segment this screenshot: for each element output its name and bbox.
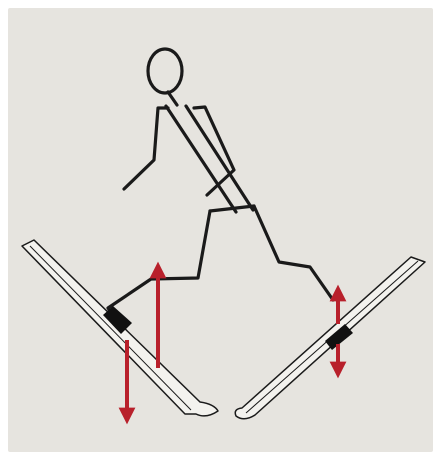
figure-torso-front (186, 106, 253, 210)
figure-left-arm (124, 108, 168, 189)
figure-torso-back (166, 106, 236, 212)
figure-right-leg (254, 206, 333, 300)
stick-figure (108, 49, 333, 314)
figure-head (148, 49, 182, 93)
force-arrows (127, 270, 338, 416)
figure-neck (168, 92, 177, 105)
